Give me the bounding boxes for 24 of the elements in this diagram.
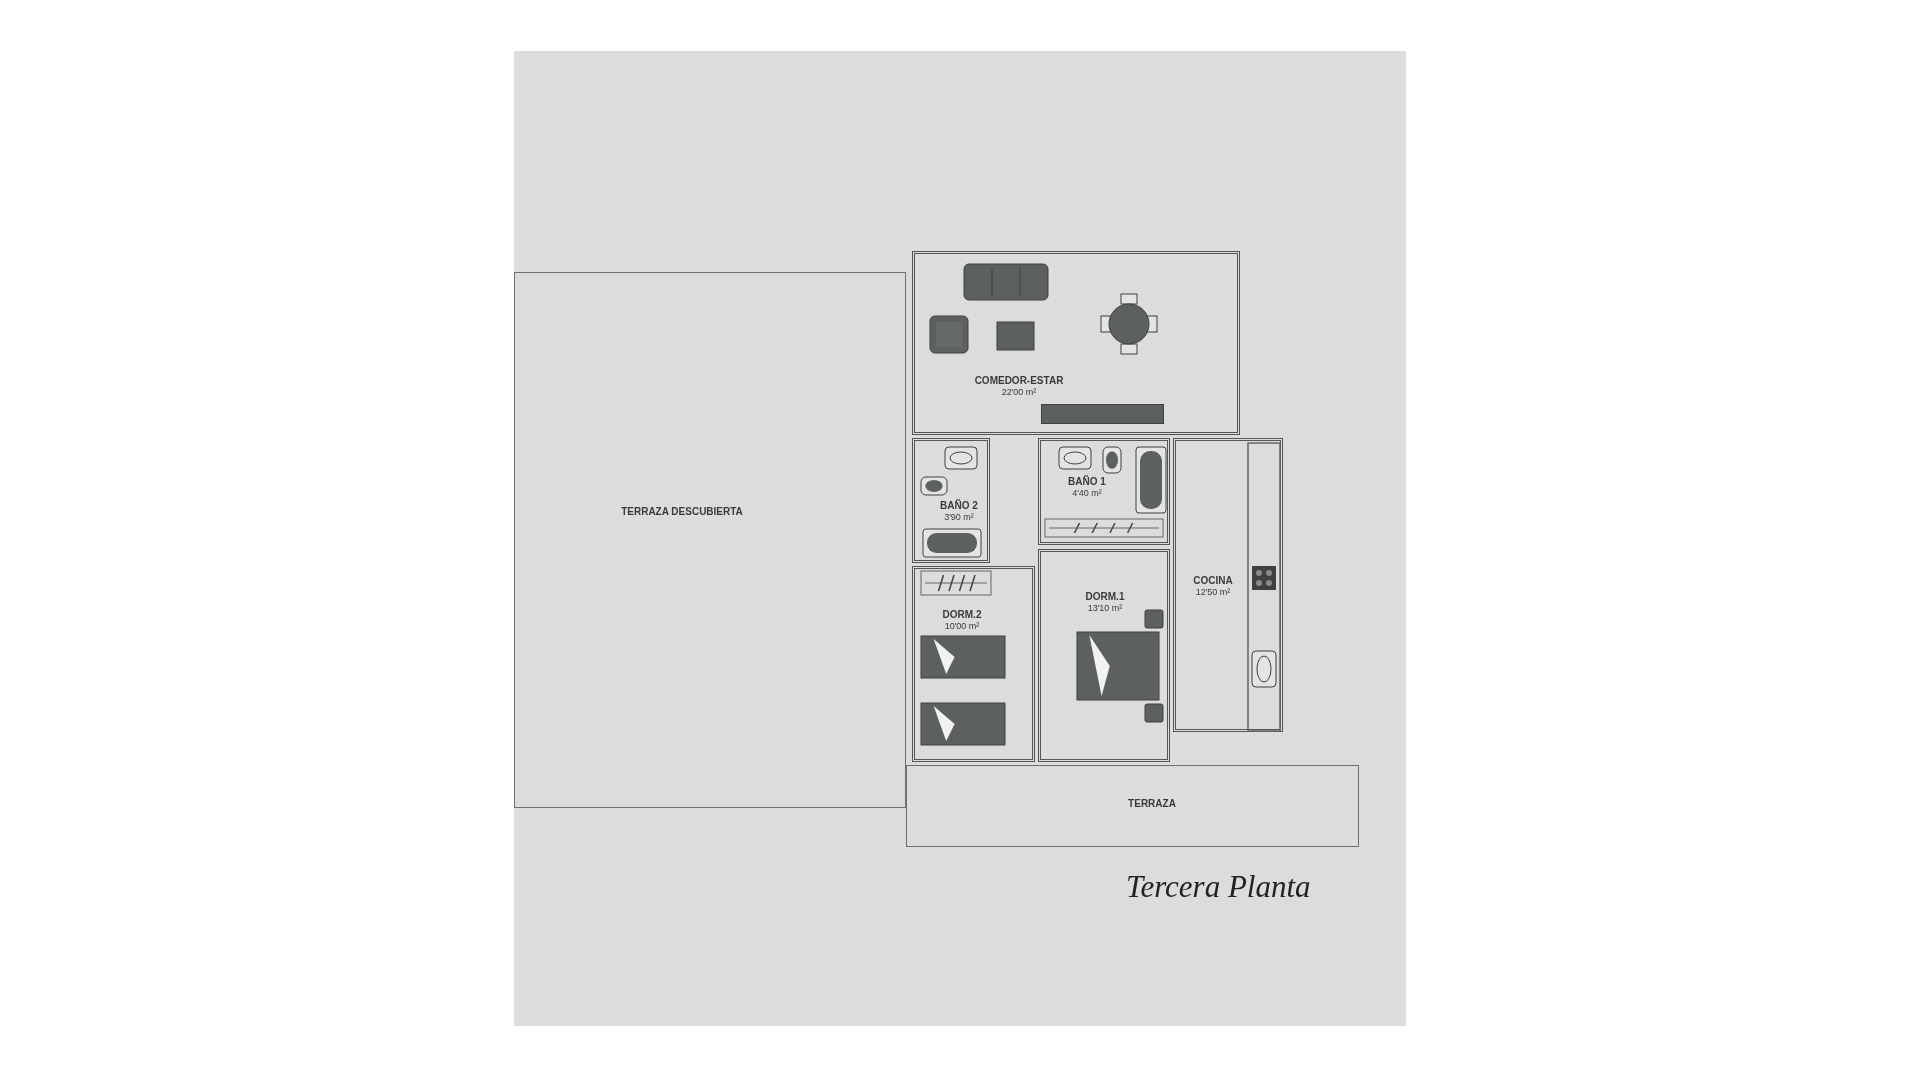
room-outline <box>1038 438 1170 545</box>
room-name: TERRAZA DESCUBIERTA <box>621 506 743 518</box>
room-outline <box>906 765 1359 847</box>
room-outline <box>912 251 1240 435</box>
counter-symbol <box>1041 404 1164 424</box>
room-name: BAÑO 2 <box>940 500 978 512</box>
room-name: DORM.1 <box>1085 591 1125 603</box>
room-outline <box>912 566 1035 762</box>
room-area: 13'10 m² <box>1087 602 1123 613</box>
room-name: COMEDOR-ESTAR <box>974 375 1064 387</box>
room-outline <box>1038 549 1170 762</box>
room-name: BAÑO 1 <box>1068 476 1106 488</box>
room-outline <box>1173 438 1283 732</box>
room-name: TERRAZA <box>1128 798 1176 810</box>
room-outline <box>912 438 990 563</box>
room-name: DORM.2 <box>942 609 982 621</box>
room-area: 12'50 m² <box>1195 586 1231 597</box>
room-area: 3'90 m² <box>944 511 974 522</box>
floor-caption: Tercera Planta <box>1126 869 1311 905</box>
room-area: 4'40 m² <box>1072 487 1102 498</box>
room-name: COCINA <box>1193 575 1233 587</box>
room-outline <box>514 272 906 808</box>
room-area: 10'00 m² <box>944 620 980 631</box>
room-area: 22'00 m² <box>1001 386 1037 397</box>
